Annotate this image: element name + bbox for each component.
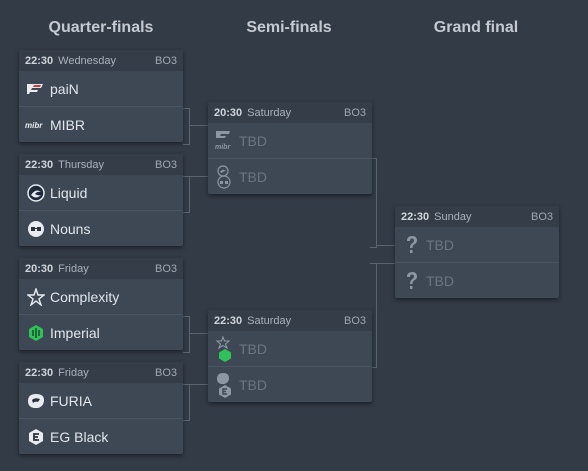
quarter-final-match-4[interactable]: 22:30 Friday BO3 FURIA EG Black [19,362,183,454]
team-tbd[interactable]: TBD [208,366,372,402]
connector-qf4-out [189,384,208,385]
match-time: 22:30 [25,158,54,171]
team-name: TBD [239,376,267,393]
match-day: Friday [58,262,89,275]
team-tbd[interactable]: TBD [208,331,372,366]
team-tbd[interactable]: mibr TBD [208,123,372,158]
semi-final-match-2[interactable]: 22:30 Saturday BO3 TBD TBD [208,310,372,402]
match-format: BO3 [154,158,177,171]
connector-sf2 [370,263,377,368]
team-name: TBD [239,132,267,149]
match-time: 22:30 [25,54,54,67]
quarter-final-match-3[interactable]: 20:30 Friday BO3 Complexity Imperial [19,258,183,350]
team-liquid[interactable]: Liquid [19,175,183,210]
match-format: BO3 [154,366,177,379]
connector-qf2-out [189,176,208,177]
quarter-final-match-2[interactable]: 22:30 Thursday BO3 Liquid Nouns [19,154,183,246]
match-format: BO3 [343,314,366,327]
team-name: Complexity [50,288,120,305]
furia-logo [25,390,47,412]
furia-eg-logos [214,372,236,398]
semi-final-match-1[interactable]: 20:30 Saturday BO3 mibr TBD TBD [208,102,372,194]
team-name: paiN [50,80,79,97]
team-name: TBD [426,272,454,289]
team-name: MIBR [50,116,85,133]
svg-text:mibr: mibr [215,144,231,151]
nouns-logo [25,218,47,240]
team-name: Liquid [50,184,88,201]
team-nouns[interactable]: Nouns [19,210,183,246]
liquid-nouns-logos [214,164,236,189]
connector-sf2-out [376,263,395,264]
match-day: Sunday [434,210,472,223]
connector-qf4 [183,384,190,421]
connector-sf1-out [376,245,395,246]
team-imperial[interactable]: Imperial [19,314,183,350]
match-format: BO3 [343,106,366,119]
connector-qf2 [183,176,190,213]
team-tbd[interactable]: TBD [208,158,372,194]
match-header: 22:30 Friday BO3 [19,362,183,383]
match-day: Thursday [58,158,104,171]
mibr-logo: mibr [25,114,47,136]
team-mibr[interactable]: mibr MIBR [19,106,183,142]
pain-logo [25,78,47,100]
match-day: Friday [58,366,89,379]
team-name: Nouns [50,220,91,237]
connector-qf3-out [189,333,208,334]
match-header: 22:30 Sunday BO3 [395,206,559,227]
match-time: 20:30 [25,262,54,275]
team-name: TBD [239,168,267,185]
connector-qf3 [183,316,190,353]
match-format: BO3 [154,262,177,275]
match-format: BO3 [530,210,553,223]
connector-sf1 [370,158,377,248]
match-header: 22:30 Saturday BO3 [208,310,372,331]
svg-text:mibr: mibr [25,121,43,130]
match-format: BO3 [154,54,177,67]
match-header: 22:30 Wednesday BO3 [19,50,183,71]
match-day: Saturday [247,314,292,327]
grand-final-match[interactable]: 22:30 Sunday BO3 TBD TBD [395,206,559,298]
team-name: TBD [239,340,267,357]
liquid-logo [25,182,47,204]
match-header: 22:30 Thursday BO3 [19,154,183,175]
connector-qf1-out [189,125,208,126]
team-tbd[interactable]: TBD [395,262,559,298]
team-pain[interactable]: paiN [19,71,183,106]
complexity-imperial-logos [214,335,236,362]
team-complexity[interactable]: Complexity [19,279,183,314]
team-name: Imperial [50,324,100,341]
question-icon [401,234,423,256]
team-tbd[interactable]: TBD [395,227,559,262]
grand-final-title: Grand final [433,19,519,36]
team-name: EG Black [50,428,109,445]
eg-logo [25,426,47,448]
connector-qf1 [183,108,190,145]
pain-mibr-logos: mibr [214,130,236,152]
match-time: 22:30 [25,366,54,379]
match-time: 22:30 [401,210,430,223]
match-day: Wednesday [58,54,117,67]
match-day: Saturday [247,106,292,119]
match-header: 20:30 Saturday BO3 [208,102,372,123]
match-time: 20:30 [214,106,243,119]
match-header: 20:30 Friday BO3 [19,258,183,279]
semi-finals-title: Semi-finals [246,19,332,36]
imperial-logo [25,322,47,344]
quarter-final-match-1[interactable]: 22:30 Wednesday BO3 paiN mibr MIBR [19,50,183,142]
quarter-finals-title: Quarter-finals [48,19,154,36]
complexity-logo [25,286,47,308]
match-time: 22:30 [214,314,243,327]
question-icon [401,270,423,292]
team-name: FURIA [50,392,92,409]
team-furia[interactable]: FURIA [19,383,183,418]
team-name: TBD [426,236,454,253]
team-eg-black[interactable]: EG Black [19,418,183,454]
